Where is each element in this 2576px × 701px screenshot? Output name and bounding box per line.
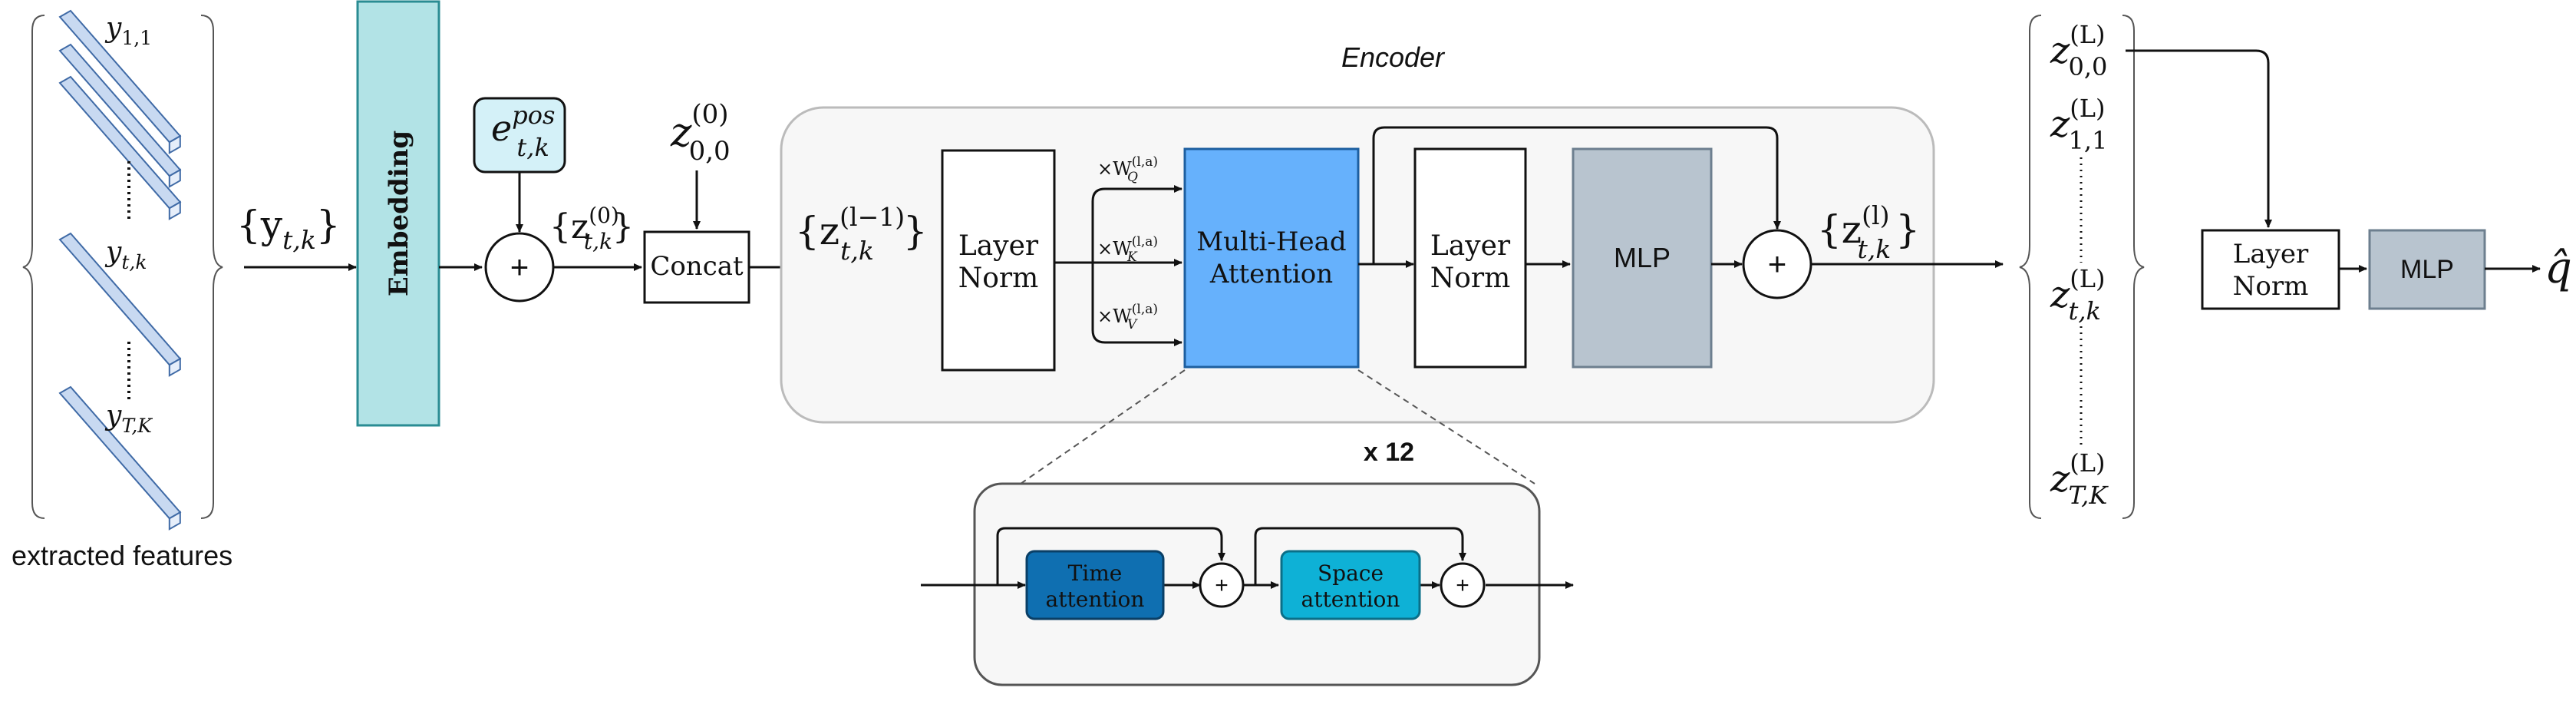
qkv-projection-arrows xyxy=(1054,185,1182,346)
zoom-guides xyxy=(1020,369,1535,484)
output-right-brace xyxy=(2122,15,2145,519)
z0-label: {z(0)t,k} xyxy=(549,203,634,254)
feature-label-first: y1,1 xyxy=(104,12,152,49)
w-q-label: ×W(l,a)Q xyxy=(1097,154,1158,185)
features-caption: extracted features xyxy=(12,540,233,571)
multi-head-attention-block xyxy=(1183,147,1360,369)
output-token-z11: z(L)1,1 xyxy=(2050,94,2107,155)
feature-bar-end xyxy=(168,168,181,188)
output-left-brace xyxy=(2019,15,2042,519)
w-k-label: ×W(l,a)K xyxy=(1097,234,1158,265)
repeat-count: x 12 xyxy=(1364,438,1414,467)
extracted-features: y1,1 yt,k yT,K extracted features xyxy=(12,9,233,571)
encoder-input-label: {z(l−1)t,k} xyxy=(795,202,928,266)
embedding-block xyxy=(356,0,440,427)
output-token-z00: z(L)0,0 xyxy=(2050,20,2107,81)
concat-label: Concat xyxy=(650,251,744,282)
add-symbol-1: + xyxy=(510,249,529,285)
mlp-label: MLP xyxy=(1614,242,1671,273)
embedding-label: Embedding xyxy=(384,131,414,296)
add-symbol-4: + xyxy=(1456,573,1469,598)
encoder-title: Encoder xyxy=(1341,41,1446,73)
output-token-zTK: z(L)T,K xyxy=(2050,448,2109,510)
left-brace xyxy=(22,15,45,519)
input-token-label: {yt,k} xyxy=(236,203,341,255)
right-brace xyxy=(200,15,223,519)
residual-connection xyxy=(1372,126,1781,264)
time-attention-block xyxy=(1025,550,1165,620)
concat-block xyxy=(643,230,750,304)
feature-bar-end xyxy=(168,511,181,531)
add-time-node xyxy=(1199,562,1245,608)
output-token-ztk: z(L)t,k xyxy=(2050,264,2106,326)
feature-label-last: yT,K xyxy=(104,400,153,437)
feature-bar-end xyxy=(168,357,181,377)
feature-label-mid: yt,k xyxy=(104,236,147,273)
head-mlp-label: MLP xyxy=(2400,255,2454,284)
encoder-output-label: {z(l)t,k} xyxy=(1817,200,1920,264)
cls-token-label: z(0)0,0 xyxy=(670,99,731,167)
feature-bar-end xyxy=(168,134,181,154)
head-mlp-block xyxy=(2368,229,2486,310)
prediction-output: q̂ xyxy=(2545,243,2572,293)
mlp-block xyxy=(1572,147,1713,369)
w-v-label: ×W(l,a)V xyxy=(1097,302,1158,332)
add-symbol-2: + xyxy=(1768,246,1787,282)
arrow-cls-to-head xyxy=(2126,49,2272,228)
feature-bar xyxy=(58,43,182,177)
head-layer-norm xyxy=(2201,229,2340,310)
feature-bar xyxy=(58,75,182,210)
space-attention-block xyxy=(1280,550,1421,620)
feature-bar-end xyxy=(168,200,181,220)
add-space-node xyxy=(1440,562,1486,608)
layer-norm-1 xyxy=(941,149,1056,372)
layer-norm-2 xyxy=(1413,147,1527,369)
add-symbol-3: + xyxy=(1215,573,1229,598)
divided-attention-arrows xyxy=(921,527,1574,589)
